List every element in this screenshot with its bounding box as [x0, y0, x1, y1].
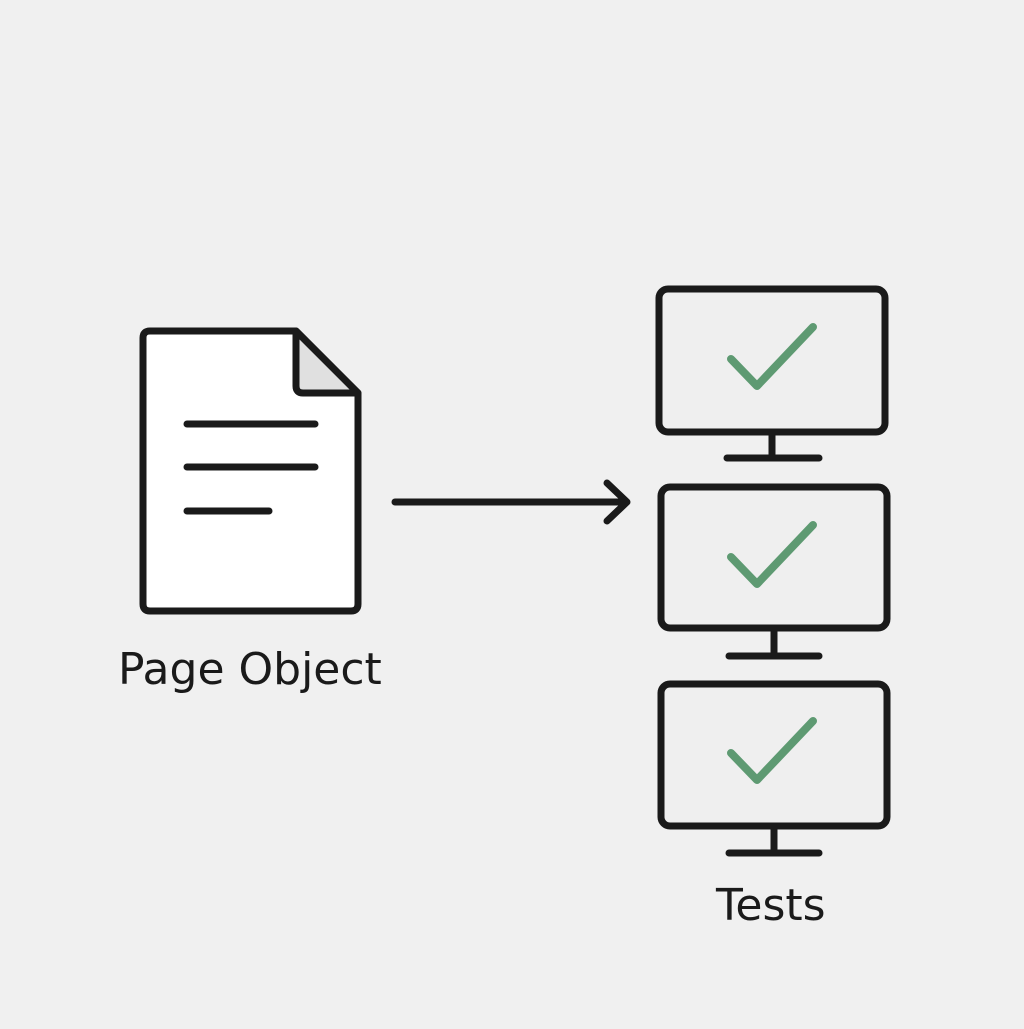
monitor-icon — [657, 680, 891, 857]
page-object-label: Page Object — [118, 644, 382, 695]
document-body — [139, 327, 362, 615]
monitor-icon — [657, 483, 891, 660]
monitor-screen — [657, 483, 891, 632]
document-fold — [292, 327, 362, 397]
monitor-screen — [657, 680, 891, 830]
monitor-stack — [655, 285, 891, 857]
checkmark-icon — [727, 521, 817, 588]
tests-label: Tests — [716, 880, 826, 931]
arrow-head — [603, 479, 631, 525]
arrow-right-icon — [391, 479, 631, 525]
checkmark-icon — [727, 717, 817, 784]
monitor-screen — [655, 285, 889, 436]
document-icon — [139, 327, 362, 615]
monitor-icon — [655, 285, 889, 462]
checkmark-icon — [727, 323, 817, 390]
